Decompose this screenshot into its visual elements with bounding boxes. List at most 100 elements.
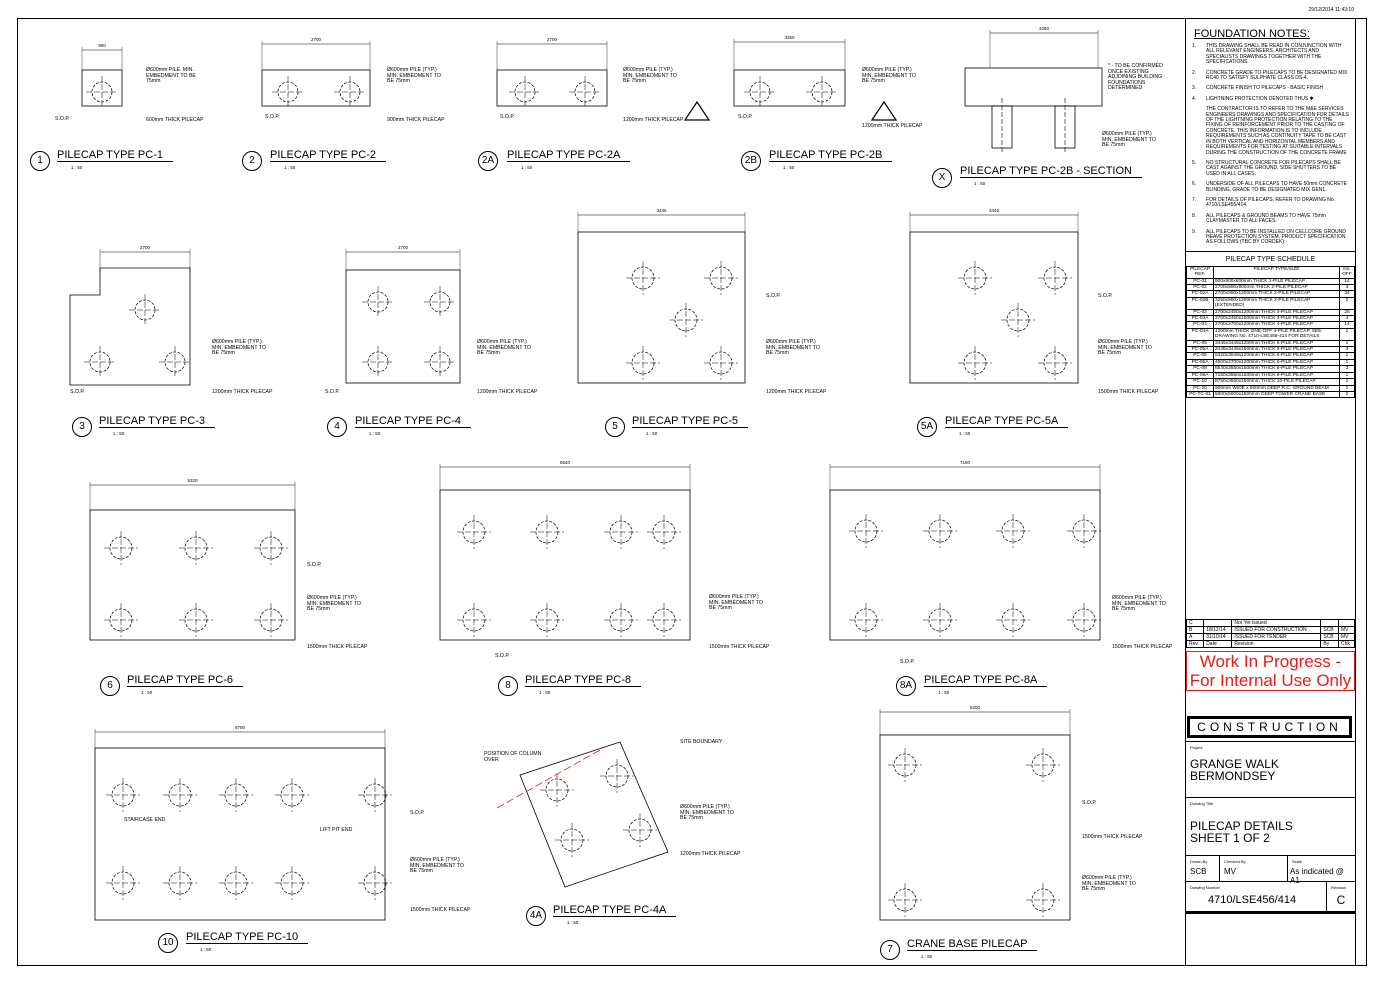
note-number: 6. [1192, 181, 1197, 188]
annotation-note: Ø600mm PILE (TYP.) MIN. EMBEDMENT TO BE … [1112, 595, 1166, 613]
revision-cell [1203, 619, 1233, 627]
annotation-note: S.O.P. [1098, 293, 1113, 299]
schedule-cell: 1200mm THICK ONE-OFF 4-PILE PILECAP. SEE… [1213, 327, 1340, 341]
annotation-note: 1200mm THICK PILECAP [477, 389, 538, 395]
pilecap-outline [879, 734, 1071, 921]
pilecap-schedule-table: PILECAP REF. PILECAP TYPE/SIZE No. OFF P… [1186, 265, 1355, 399]
detail-title: PILECAP TYPE PC-5 [632, 415, 748, 428]
annotation-note: Ø600mm PILE (TYP.) MIN. EMBEDMENT TO BE … [1098, 339, 1152, 357]
schedule-cell: 14 [1339, 321, 1355, 329]
foundation-note: 7. FOR DETAILS OF PILECAPS, REFER TO DRAW… [1192, 196, 1349, 209]
annotation-note: LIFT PIT END [320, 827, 353, 833]
annotation-note: S.O.P. [766, 293, 781, 299]
scale-value: As indicated @ A1 [1290, 867, 1344, 885]
note-text: NO STRUCTURAL CONCRETE FOR PILECAPS SHAL… [1206, 159, 1341, 177]
foundation-note: 5.NO STRUCTURAL CONCRETE FOR PILECAPS SH… [1192, 159, 1349, 177]
schedule-cell: 1 [1339, 352, 1355, 360]
note-number [1192, 107, 1206, 156]
pilecap-outline [964, 67, 1103, 107]
annotation-note: S.O.P. [1082, 800, 1097, 806]
detail-callout: X [932, 168, 952, 188]
annotation-note: 1500mm THICK PILECAP [1112, 644, 1173, 650]
note-text: LIGHTNING PROTECTION DENOTED THUS ✱ [1206, 95, 1314, 102]
detail-title: PILECAP TYPE PC-5A [945, 415, 1069, 428]
foundation-notes-heading: FOUNDATION NOTES: [1194, 28, 1310, 40]
blank-box [1186, 911, 1355, 966]
note-text: FOR DETAILS OF PILECAPS, REFER TO DRAWIN… [1206, 196, 1336, 209]
annotation-note: S.O.P. [900, 659, 915, 665]
foundation-note: 3.CONCRETE FINISH TO PILECAPS - BASIC FI… [1192, 86, 1349, 92]
pilecap-outline [496, 69, 608, 107]
foundation-note: 6. UNDERSIDE OF ALL PILECAPS TO HAVE 50mm… [1192, 181, 1349, 193]
plot-timestamp: 29/12/2014 11:43:10 [1308, 7, 1354, 13]
dimension-text: 5320 [187, 478, 198, 483]
status-banner: CONSTRUCTION [1187, 716, 1352, 738]
site-boundary-line [496, 749, 601, 809]
foundation-note: 1.THIS DRAWING SHALL BE READ IN CONJUNCT… [1192, 43, 1349, 66]
foundation-notes-list: 1.THIS DRAWING SHALL BE READ IN CONJUNCT… [1186, 43, 1355, 246]
detail-scale: 1 : 50 [521, 165, 533, 170]
detail-scale: 1 : 50 [200, 947, 212, 952]
revision-cell: Revision [1231, 640, 1322, 648]
detail-scale: 1 : 50 [284, 165, 296, 170]
annotation-note: Ø600mm PILE (TYP.) MIN. EMBEDMENT TO BE … [709, 594, 763, 612]
schedule-cell: 34 [1339, 290, 1355, 298]
revision-cell: B [1185, 626, 1205, 634]
detail-scale: 1 : 50 [113, 431, 125, 436]
drawn-by: SCB [1190, 867, 1207, 876]
schedule-cell: PC-02B [1186, 296, 1214, 310]
annotation-note: Ø600mm PILE (TYP.) MIN. EMBEDMENT TO BE … [410, 857, 464, 875]
note-text: CONCRETE GRADE TO PILECAPS TO BE DESIGNA… [1206, 69, 1348, 82]
schedule-cell: 900mm WIDE x 600mm DEEP R.C. GROUND BEAM [1213, 384, 1340, 392]
schedule-cell: 28 [1339, 308, 1355, 317]
detail-callout: 2 [242, 151, 262, 171]
revision-cell: Not Yet Issued [1231, 619, 1322, 627]
revision-cell [1337, 619, 1356, 627]
pilecap-outline [909, 231, 1079, 384]
note-number: 7. [1192, 196, 1197, 203]
annotation-note: 900mm THICK PILECAP [387, 117, 445, 123]
pilecap-outline [577, 231, 746, 384]
revision-cell: Date [1203, 640, 1233, 648]
annotation-note: Ø600mm PILE (TYP.) MIN. EMBEDMENT TO BE … [307, 595, 361, 613]
detail-callout: 8A [896, 676, 916, 696]
schedule-title: PILECAP TYPE SCHEDULE [1186, 250, 1355, 266]
revision-cell: MV [1337, 626, 1356, 634]
drawn-by-label: Drawn By [1190, 859, 1208, 864]
detail-callout: 8 [498, 676, 518, 696]
foundation-note: 4.LIGHTNING PROTECTION DENOTED THUS ✱ [1192, 95, 1349, 102]
revision-cell: ISSUED FOR CONSTRUCTION [1231, 626, 1322, 634]
annotation-note: Ø600mm PILE (TYP.) MIN. EMBEDMENT TO BE … [623, 67, 677, 85]
foundation-note: 8.ALL PILECAPS & GROUND BEAMS TO HAVE 75… [1192, 213, 1349, 225]
annotation-note: 1200mm THICK PILECAP [766, 389, 827, 395]
pilecap-outline [89, 509, 296, 641]
dimension-text: 2700 [310, 37, 322, 42]
pilecap-outline [519, 741, 669, 888]
note-number: 1. [1192, 43, 1197, 49]
annotation-note: Ø600mm PILE (TYP.) MIN. EMBEDMENT TO BE … [680, 804, 734, 822]
detail-scale: 1 : 50 [938, 690, 950, 695]
dimension-text: 3445 [988, 208, 1000, 213]
dimension-text: 5200 [969, 705, 981, 710]
foundation-note: 2.CONCRETE GRADE TO PILECAPS TO BE DESIG… [1192, 69, 1349, 82]
detail-scale: 1 : 50 [539, 690, 551, 695]
dimension-text: 900 [98, 43, 106, 48]
annotation-note: Ø600mm PILE (TYP.) MIN. EMBEDMENT TO BE … [766, 339, 820, 357]
annotation-note: Ø600mm PILE (TYP.) MIN. EMBEDMENT TO BE … [477, 339, 531, 357]
annotation-note: S.O.P. [325, 389, 340, 395]
annotation-note: 1200mm THICK PILECAP [212, 389, 273, 395]
dimension-text: 2700 [546, 37, 558, 42]
scale-label: Scale [1292, 859, 1303, 864]
detail-title: PILECAP TYPE PC-1 [57, 149, 173, 162]
annotation-note: S.O.P. [70, 389, 85, 395]
note-text: UNDERSIDE OF ALL PILECAPS TO HAVE 50mm C… [1206, 181, 1347, 193]
